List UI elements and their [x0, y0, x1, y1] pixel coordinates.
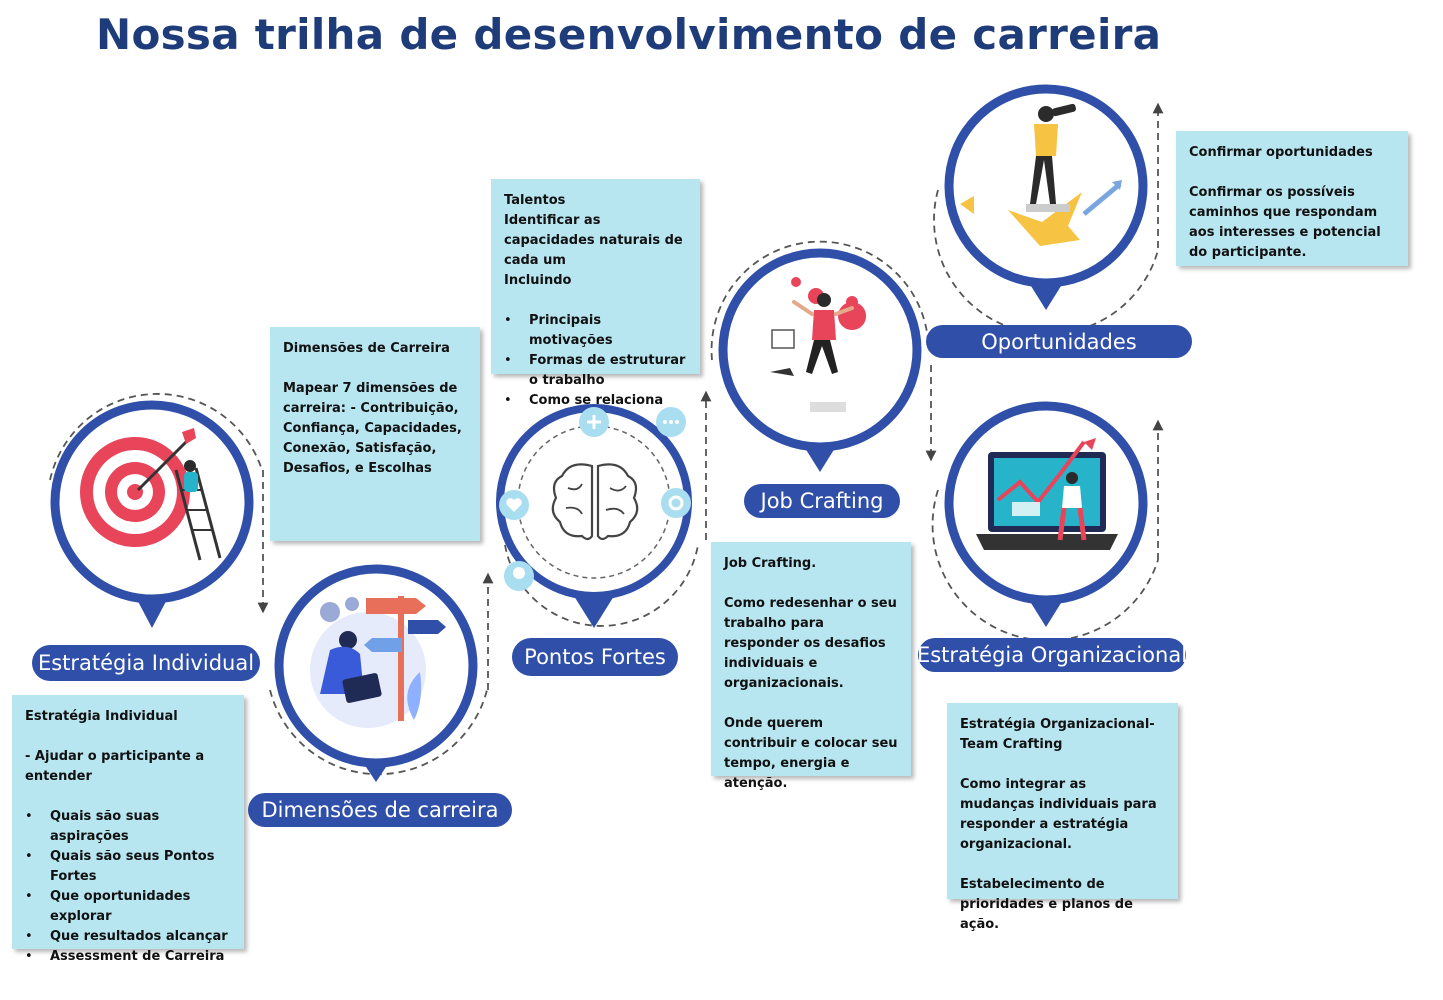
list-item: Como se relaciona	[504, 391, 687, 411]
laptop-growth-chart-icon	[976, 438, 1118, 550]
description-box-dimensoes-carreira: Dimensões de Carreira Mapear 7 dimensões…	[270, 327, 480, 541]
telescope-person-icon	[960, 103, 1122, 246]
list-item: Formas de estruturar o trabalho	[504, 351, 687, 391]
plus-icon	[579, 407, 609, 437]
list-item: Quais são suas aspirações	[25, 807, 231, 847]
box-text: Talentos Identificar as capacidades natu…	[504, 193, 683, 288]
stage-estrategia-individual	[50, 400, 254, 628]
stage-label-estrategia-individual: Estratégia Individual	[32, 645, 260, 681]
description-box-job-crafting: Job Crafting. Como redesenhar o seu trab…	[711, 542, 911, 791]
heart-icon	[499, 490, 529, 520]
stage-label-oportunidades: Oportunidades	[926, 325, 1192, 358]
path-arc-3	[504, 544, 699, 627]
box-text: Estratégia Individual - Ajudar o partici…	[25, 709, 205, 784]
stage-label-estrategia-organizacional: Estratégia Organizacional	[917, 638, 1187, 672]
path-arc-6	[931, 489, 1159, 642]
description-box-estrategia-organizacional: Estratégia Organizacional- Team Crafting…	[947, 703, 1178, 932]
list-item: Que oportunidades explorar	[25, 887, 231, 927]
brain-icon	[551, 463, 639, 541]
description-box-oportunidades: Confirmar oportunidades Confirmar os pos…	[1176, 131, 1408, 266]
box-text: Estratégia Organizacional- Team Crafting…	[960, 717, 1157, 932]
description-box-talentos: Talentos Identificar as capacidades natu…	[491, 179, 700, 411]
gear-icon	[661, 488, 691, 518]
stage-dimensoes-carreira	[274, 564, 478, 782]
path-arc-5	[933, 189, 1159, 335]
path-arc-4	[710, 240, 929, 361]
signpost-person-icon	[310, 596, 446, 728]
stage-label-pontos-fortes: Pontos Fortes	[512, 638, 678, 676]
box-text: Job Crafting. Como redesenhar o seu trab…	[724, 556, 898, 791]
chat-icon	[656, 407, 686, 437]
path-arc-1	[49, 393, 263, 481]
lightbulb-icon	[504, 561, 534, 591]
box-text: Confirmar oportunidades Confirmar os pos…	[1189, 145, 1381, 260]
stage-pontos-fortes	[496, 404, 692, 628]
stage-job-crafting	[718, 248, 922, 472]
description-box-estrategia-individual: Estratégia Individual - Ajudar o partici…	[12, 695, 244, 967]
list-item: Assessment de Carreira	[25, 947, 231, 967]
path-arc-2	[269, 689, 488, 776]
list-item: Que resultados alcançar	[25, 927, 231, 947]
stage-label-dimensoes-carreira: Dimensões de carreira	[248, 793, 512, 827]
bullet-list: Quais são suas aspirações Quais são seus…	[25, 807, 231, 967]
page-title: Nossa trilha de desenvolvimento de carre…	[96, 10, 1162, 59]
stage-label-job-crafting: Job Crafting	[744, 484, 900, 518]
box-text: Dimensões de Carreira Mapear 7 dimensões…	[283, 341, 462, 476]
target-dart-icon	[80, 428, 222, 561]
bullet-list: Principais motivações Formas de estrutur…	[504, 311, 687, 411]
stage-oportunidades	[944, 84, 1148, 310]
list-item: Principais motivações	[504, 311, 687, 351]
stage-estrategia-organizacional	[944, 401, 1148, 627]
list-item: Quais são seus Pontos Fortes	[25, 847, 231, 887]
jumping-person-icon	[770, 277, 867, 412]
